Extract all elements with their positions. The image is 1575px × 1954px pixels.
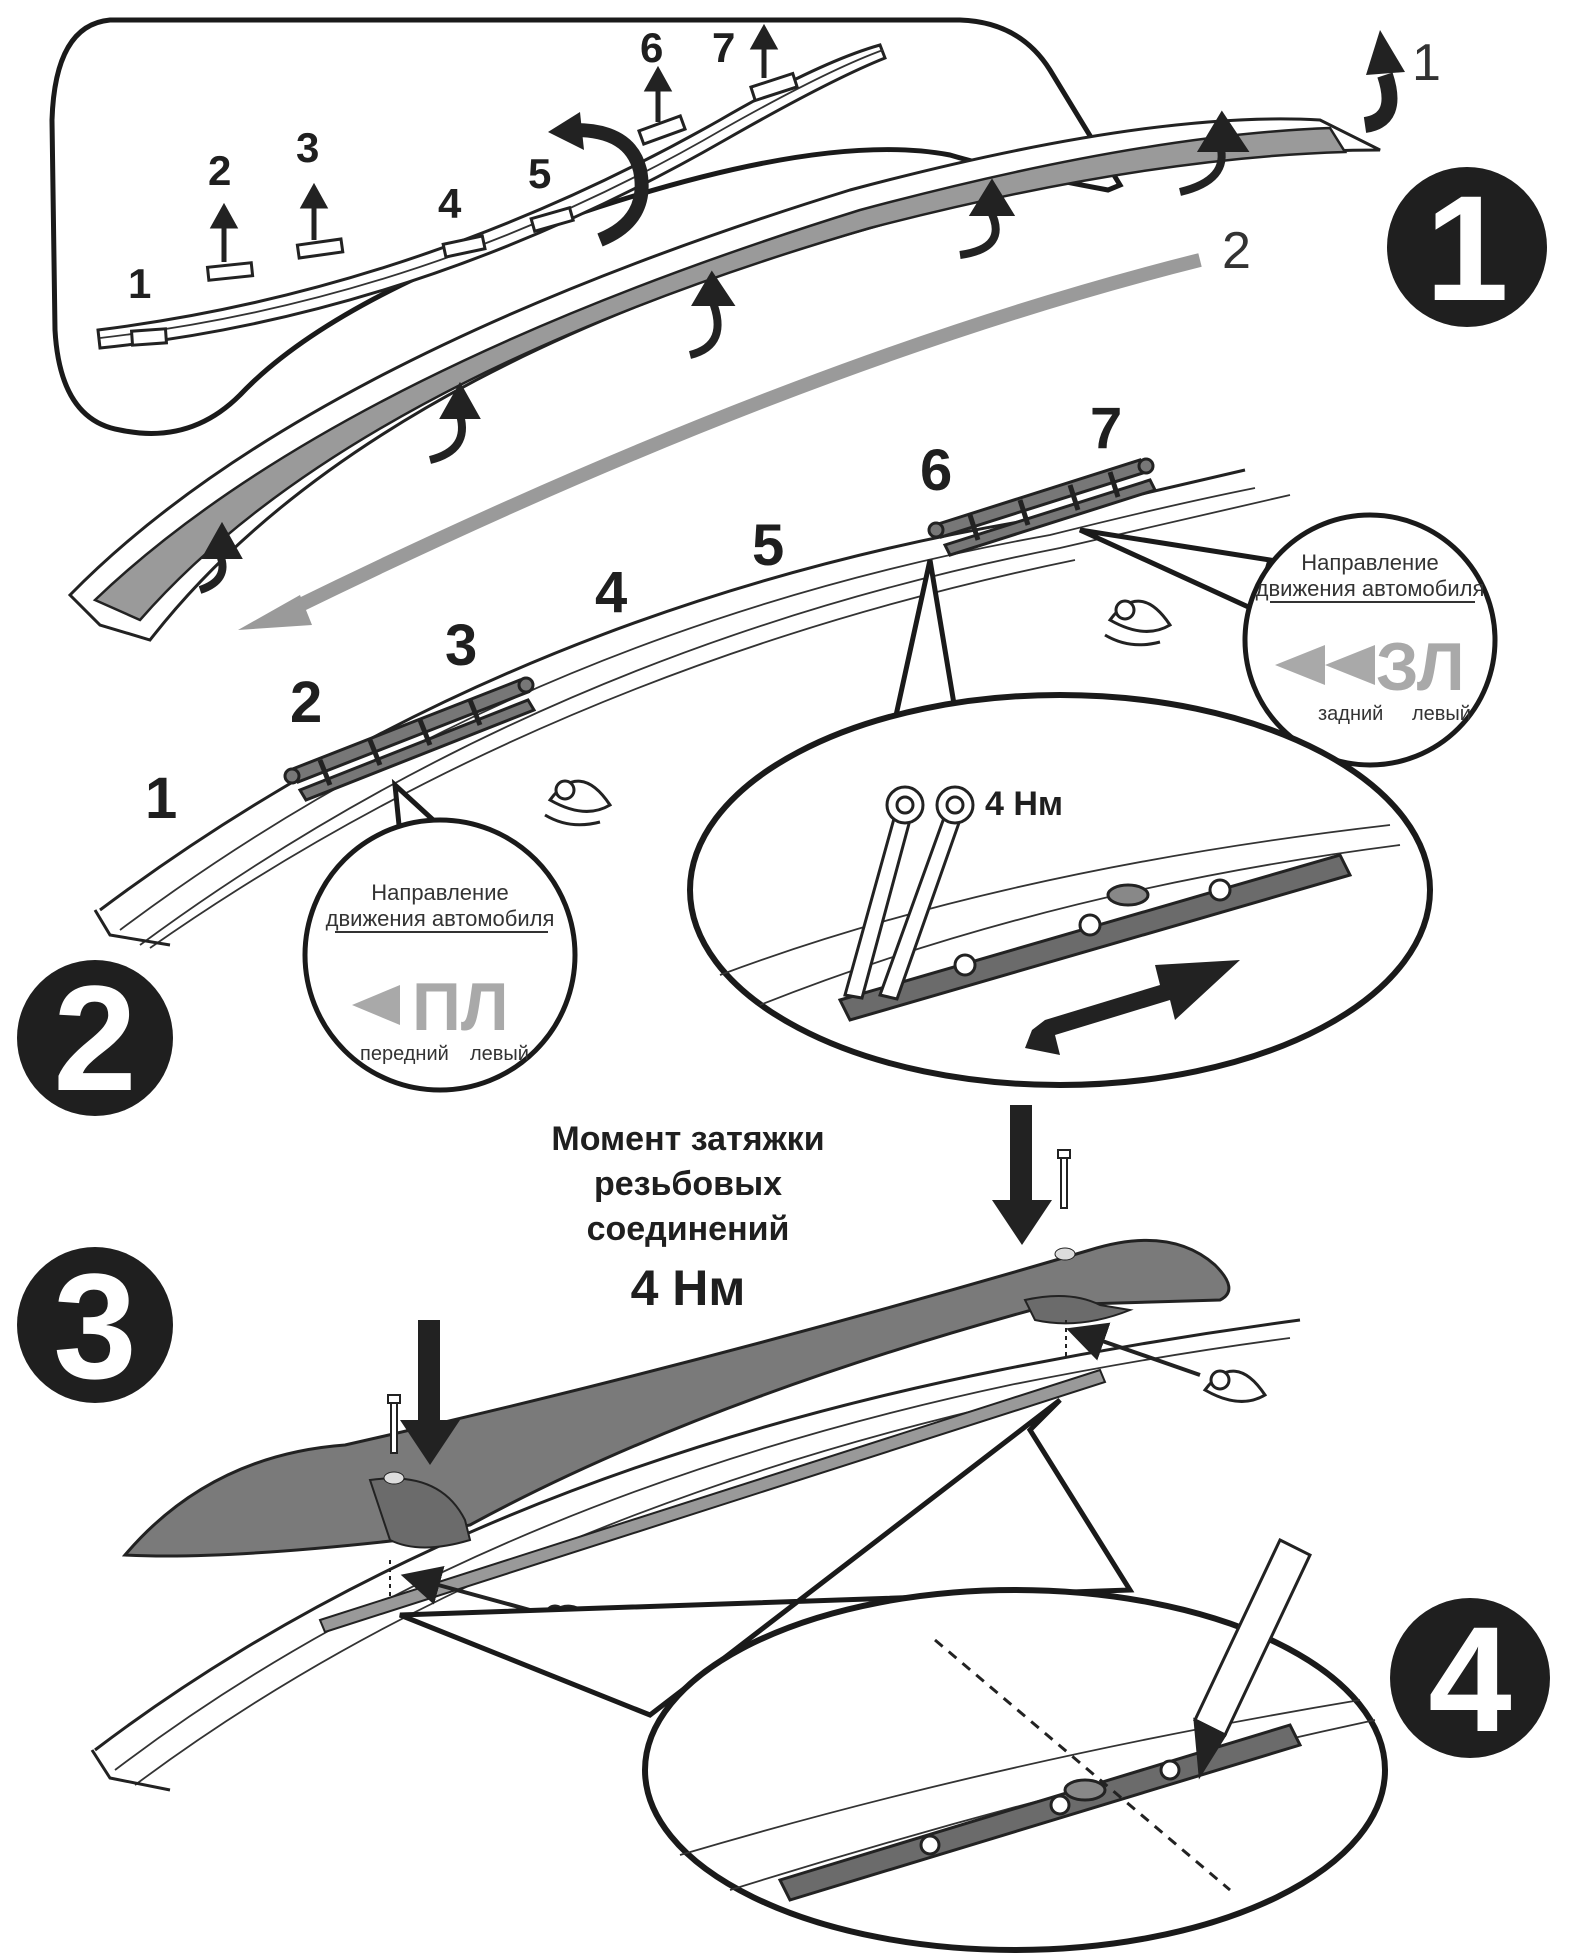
rail-number-7: 7 [1090, 396, 1122, 461]
rear-code: ЗЛ [1376, 629, 1465, 705]
step4-group: 4 [399, 1398, 1550, 1953]
rear-callout-title1: Направление [1301, 550, 1438, 575]
rear-legend-left: задний [1318, 703, 1383, 725]
front-code: ПЛ [412, 969, 509, 1045]
front-legend-right: левый [470, 1043, 529, 1065]
marking-zoom-bubble [642, 1587, 1388, 1953]
inset-number-4: 4 [438, 180, 462, 227]
torque-zoom-label: 4 Нм [985, 785, 1063, 823]
arrow-label-1: 1 [1412, 34, 1441, 92]
rear-legend-right: левый [1412, 703, 1471, 725]
front-callout-bubble [302, 817, 578, 1093]
arrow-label-2: 2 [1222, 222, 1251, 280]
inset-peel-arrow [574, 123, 649, 247]
step4-badge [1390, 1598, 1550, 1758]
rail-number-6: 6 [920, 438, 952, 503]
pencil-icon [1193, 1537, 1312, 1780]
long-grey-arrow-2 [286, 253, 1202, 617]
rear-direction-arrow-icon [1275, 645, 1375, 685]
front-legend-left: передний [360, 1043, 449, 1065]
front-callout-title1: Направление [371, 880, 508, 905]
zoomed-bracket [837, 853, 1353, 1022]
inset-pads [129, 71, 799, 347]
torque-zoom-bubble [687, 692, 1433, 1088]
rail-number-5: 5 [752, 513, 784, 578]
step4-badge-number: 4 [1428, 1595, 1511, 1763]
tape-peel-arrows [198, 110, 1250, 594]
front-direction-arrow-icon [352, 985, 400, 1025]
torque-value: 4 Нм [631, 1260, 746, 1316]
step1-badge-number: 1 [1425, 164, 1508, 332]
zoomed-bracket-step4 [777, 1723, 1303, 1902]
inset-number-6: 6 [640, 24, 663, 71]
rail-number-4: 4 [595, 560, 627, 625]
step1-inset-strip [96, 43, 887, 350]
eye-icon [544, 779, 613, 827]
rail-number-2: 2 [290, 670, 322, 735]
step2-badge [17, 960, 173, 1116]
double-arrow-icon [1025, 960, 1240, 1055]
step1-badge [1387, 167, 1547, 327]
torque-wrench-icon [843, 785, 975, 1001]
step3-badge [17, 1247, 173, 1403]
rear-callout-tail [1078, 527, 1274, 614]
step3-rail [94, 1318, 1301, 1752]
rail-number-1: 1 [145, 766, 177, 831]
torque-caption-line2: резьбовых [594, 1165, 782, 1203]
eye-icon [1104, 599, 1173, 647]
front-callout-title2: движения автомобиля [326, 906, 555, 931]
inset-number-3: 3 [296, 124, 319, 171]
step3-badge-number: 3 [53, 1242, 136, 1410]
step3-bracket [318, 1368, 1107, 1634]
inset-up-arrows [209, 23, 779, 262]
inset-number-7: 7 [712, 24, 735, 71]
rear-callout-bubble [1242, 512, 1498, 768]
eye-icon [1202, 1369, 1268, 1403]
rear-callout-title2: движения автомобиля [1256, 576, 1485, 601]
step1-tape [92, 126, 1348, 622]
step2-badge-number: 2 [53, 954, 136, 1122]
step1-rail-outline [67, 117, 1381, 642]
down-arrow-icon [400, 1320, 460, 1465]
rear-mount-ladder [927, 457, 1158, 557]
big-curved-arrow-1 [1363, 72, 1398, 133]
inset-number-1: 1 [128, 260, 151, 307]
torque-caption-line1: Момент затяжки [551, 1120, 824, 1158]
torque-caption-line3: соединений [587, 1210, 790, 1248]
step2-group: 1 2 3 4 5 6 7 [17, 396, 1498, 1122]
inset-number-5: 5 [528, 150, 551, 197]
step1-group: 1 2 3 4 5 6 7 1 2 1 [49, 17, 1547, 642]
down-arrow-icon [992, 1105, 1052, 1245]
rail-number-3: 3 [445, 613, 477, 678]
bolt-icon [387, 1394, 401, 1454]
inset-number-2: 2 [208, 147, 231, 194]
front-mount-ladder [283, 676, 537, 802]
bolt-icon [1057, 1149, 1071, 1209]
